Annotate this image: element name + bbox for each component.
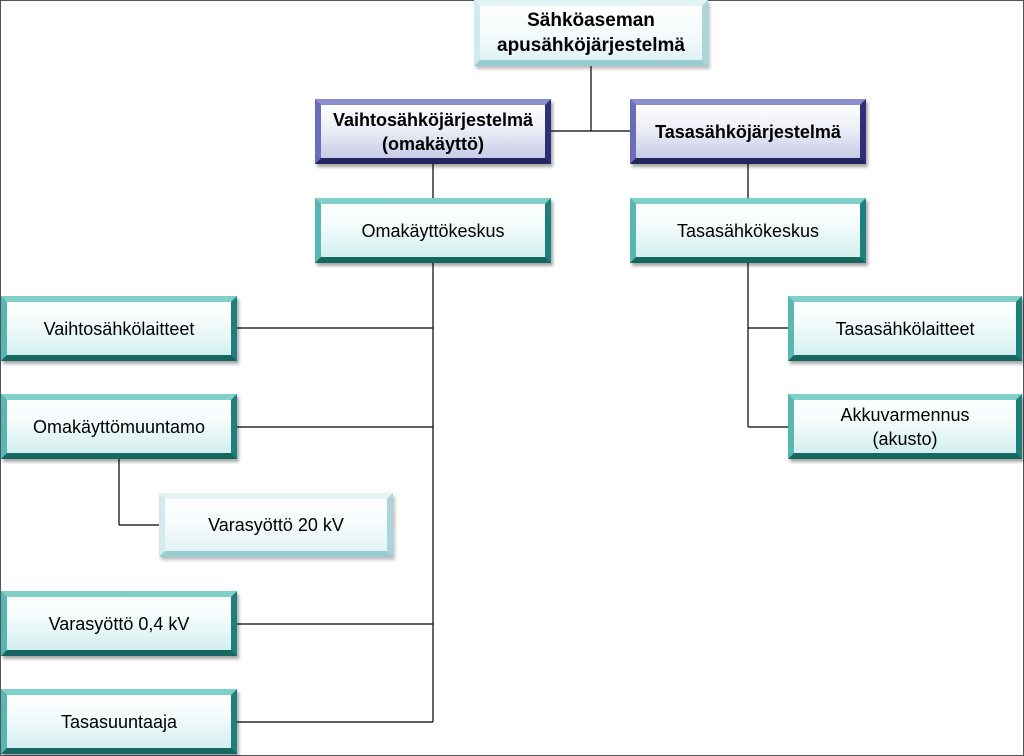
node-ac-devices-label: Vaihtosähkölaitteet — [43, 318, 195, 339]
node-dc-system: Tasasähköjärjestelmä — [630, 99, 866, 164]
node-ac-center: Omakäyttökeskus — [315, 198, 551, 263]
node-battery-backup-line1: Akkuvarmennus — [840, 404, 970, 425]
node-dc-center: Tasasähkökeskus — [630, 198, 866, 263]
node-battery-backup: Akkuvarmennus (akusto) — [788, 394, 1022, 459]
node-battery-backup-line2: (akusto) — [872, 428, 938, 449]
node-dc-devices: Tasasähkölaitteet — [788, 296, 1022, 361]
node-backup-04kv: Varasyöttö 0,4 kV — [1, 591, 237, 656]
node-aux-substation-label: Omakäyttömuuntamo — [32, 416, 206, 437]
node-aux-substation: Omakäyttömuuntamo — [1, 394, 237, 459]
node-root-line2: apusähköjärjestelmä — [497, 35, 685, 56]
node-ac-devices: Vaihtosähkölaitteet — [1, 296, 237, 361]
node-root-line1: Sähköaseman — [527, 10, 655, 31]
node-ac-system: Vaihtosähköjärjestelmä (omakäyttö) — [315, 99, 551, 164]
node-dc-center-label: Tasasähkökeskus — [676, 220, 820, 241]
node-root: Sähköaseman apusähköjärjestelmä — [474, 0, 708, 66]
node-rectifier-label: Tasasuuntaaja — [60, 711, 178, 732]
node-backup-04kv-label: Varasyöttö 0,4 kV — [48, 613, 190, 634]
node-backup-20kv: Varasyöttö 20 kV — [159, 493, 393, 557]
node-ac-system-line2: (omakäyttö) — [381, 133, 484, 154]
node-backup-20kv-label: Varasyöttö 20 kV — [208, 515, 344, 535]
node-rectifier: Tasasuuntaaja — [1, 689, 237, 754]
node-dc-system-label: Tasasähköjärjestelmä — [655, 121, 841, 142]
node-dc-devices-label: Tasasähkölaitteet — [835, 318, 975, 339]
node-ac-system-line1: Vaihtosähköjärjestelmä — [332, 109, 534, 130]
node-ac-center-label: Omakäyttökeskus — [361, 220, 505, 241]
